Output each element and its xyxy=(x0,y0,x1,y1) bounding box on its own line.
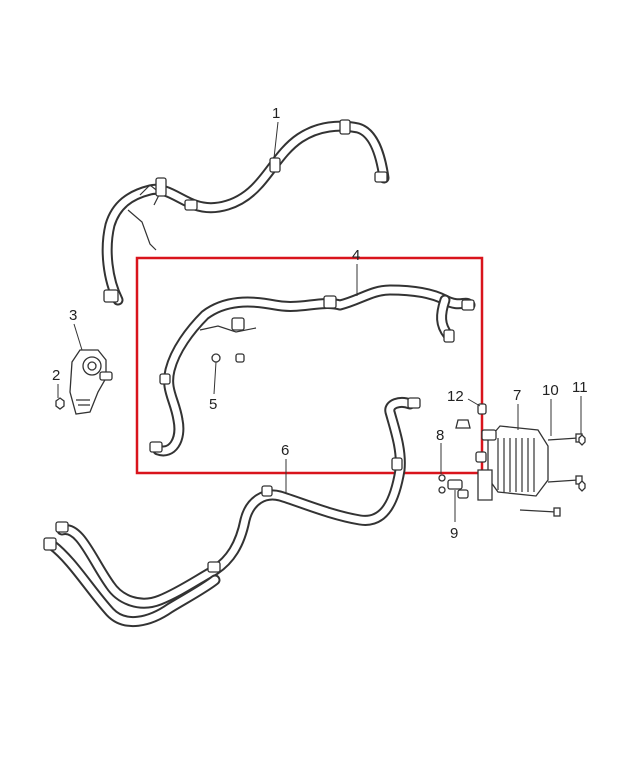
callout-6: 6 xyxy=(281,442,289,459)
hose-assembly-1[interactable] xyxy=(101,119,390,306)
oil-cooler-7[interactable] xyxy=(475,425,549,501)
callout-4: 4 xyxy=(352,247,360,264)
nut-2[interactable] xyxy=(55,397,65,410)
callout-11: 11 xyxy=(572,379,588,396)
water-pump-3[interactable] xyxy=(69,349,113,415)
hose-assembly-4[interactable] xyxy=(149,284,476,457)
valve-12[interactable] xyxy=(455,403,487,429)
clip-5[interactable] xyxy=(211,353,245,363)
bolts-10[interactable] xyxy=(519,433,583,517)
hose-assembly-6[interactable] xyxy=(43,396,421,628)
callout-7: 7 xyxy=(513,387,521,404)
fitting-9[interactable] xyxy=(447,479,469,499)
leader-lines xyxy=(57,121,582,522)
callout-2: 2 xyxy=(52,367,60,384)
callout-10: 10 xyxy=(542,382,559,399)
seal-8[interactable] xyxy=(438,474,446,494)
highlight-box xyxy=(135,256,484,475)
callout-8: 8 xyxy=(436,427,444,444)
callout-9: 9 xyxy=(450,525,458,542)
callout-5: 5 xyxy=(209,396,217,413)
callout-12: 12 xyxy=(447,388,464,405)
callout-3: 3 xyxy=(69,307,77,324)
callouts: 1 2 3 4 5 6 7 8 9 10 11 12 xyxy=(52,105,588,542)
nuts-11[interactable] xyxy=(578,434,586,492)
callout-1: 1 xyxy=(272,105,280,122)
